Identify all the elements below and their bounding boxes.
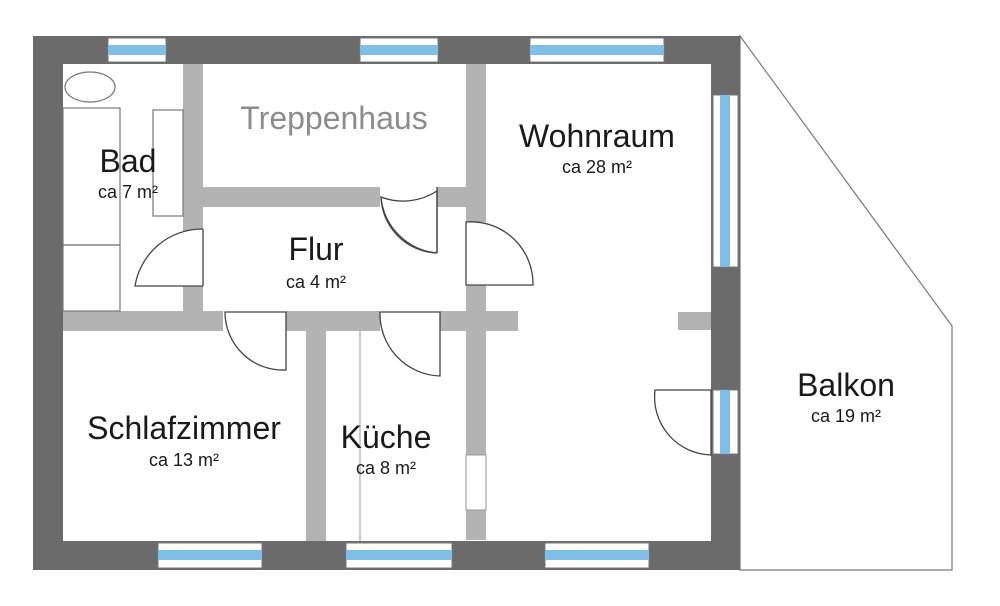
room-area-bad: ca 7 m²: [98, 182, 158, 202]
door-wohnraum: [465, 221, 534, 286]
windows: [107, 37, 739, 569]
toilet-fixture: [62, 244, 121, 312]
doors: [134, 187, 712, 456]
room-name-kueche: Küche: [341, 419, 432, 455]
bathroom-fixtures: [62, 71, 184, 312]
sink-oval: [64, 71, 116, 103]
room-area-flur: ca 4 m²: [286, 272, 346, 292]
room-area-balkon: ca 19 m²: [811, 406, 881, 426]
door-kueche: [379, 311, 441, 377]
wash-basin: [152, 109, 184, 217]
room-area-wohnraum: ca 28 m²: [562, 157, 632, 177]
door-schlafzimmer: [224, 311, 287, 371]
room-name-treppenhaus: Treppenhaus: [240, 100, 427, 136]
room-name-schlafzimmer: Schlafzimmer: [87, 410, 281, 446]
room-labels: Bad ca 7 m² Treppenhaus Wohnraum ca 28 m…: [87, 100, 895, 478]
door-balkon: [653, 389, 712, 456]
balcony-outline: [739, 34, 953, 571]
room-area-schlafzimmer: ca 13 m²: [149, 450, 219, 470]
door-bad: [134, 228, 204, 287]
room-name-bad: Bad: [100, 143, 157, 179]
room-name-flur: Flur: [288, 231, 343, 267]
door-treppenhaus: [380, 187, 438, 254]
room-name-balkon: Balkon: [797, 367, 895, 403]
room-area-kueche: ca 8 m²: [356, 458, 416, 478]
room-name-wohnraum: Wohnraum: [519, 118, 675, 154]
